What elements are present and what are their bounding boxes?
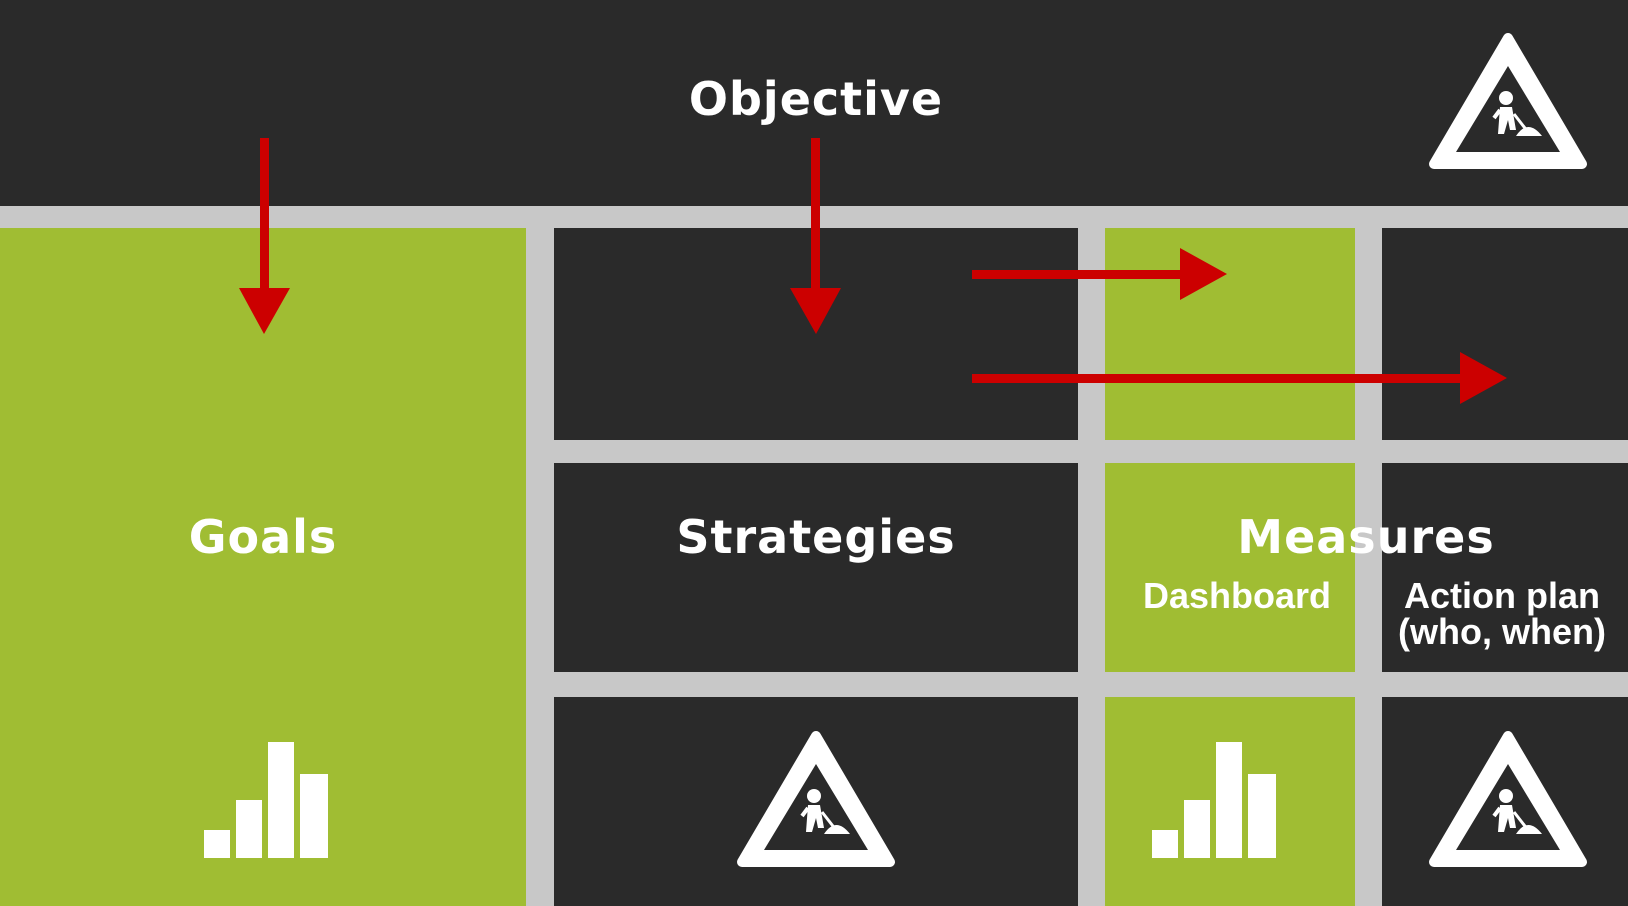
dashboard-label: Dashboard [1143, 575, 1332, 616]
action-plan-line-2: (who, when) [1398, 611, 1606, 652]
bar-chart-icon [1152, 742, 1276, 858]
under-construction-icon [1429, 33, 1587, 169]
goals-cell [0, 228, 526, 906]
action-plan-line-1: Action plan [1404, 575, 1600, 616]
measures-label: Measures [1237, 510, 1495, 564]
under-construction-icon [737, 731, 895, 867]
action-plan-label: Action plan (who, when) [1392, 578, 1612, 650]
strategies-label: Strategies [676, 510, 956, 564]
action-plan-middle-cell [1382, 463, 1628, 672]
goals-label: Goals [188, 510, 338, 564]
action-plan-top-cell [1382, 228, 1628, 440]
dashboard-top-cell [1105, 228, 1355, 440]
dashboard-middle-cell [1105, 463, 1355, 672]
strategies-middle-cell [554, 463, 1078, 672]
objective-title: Objective [688, 72, 944, 126]
strategies-top-cell [554, 228, 1078, 440]
bar-chart-icon [204, 742, 328, 858]
under-construction-icon [1429, 731, 1587, 867]
